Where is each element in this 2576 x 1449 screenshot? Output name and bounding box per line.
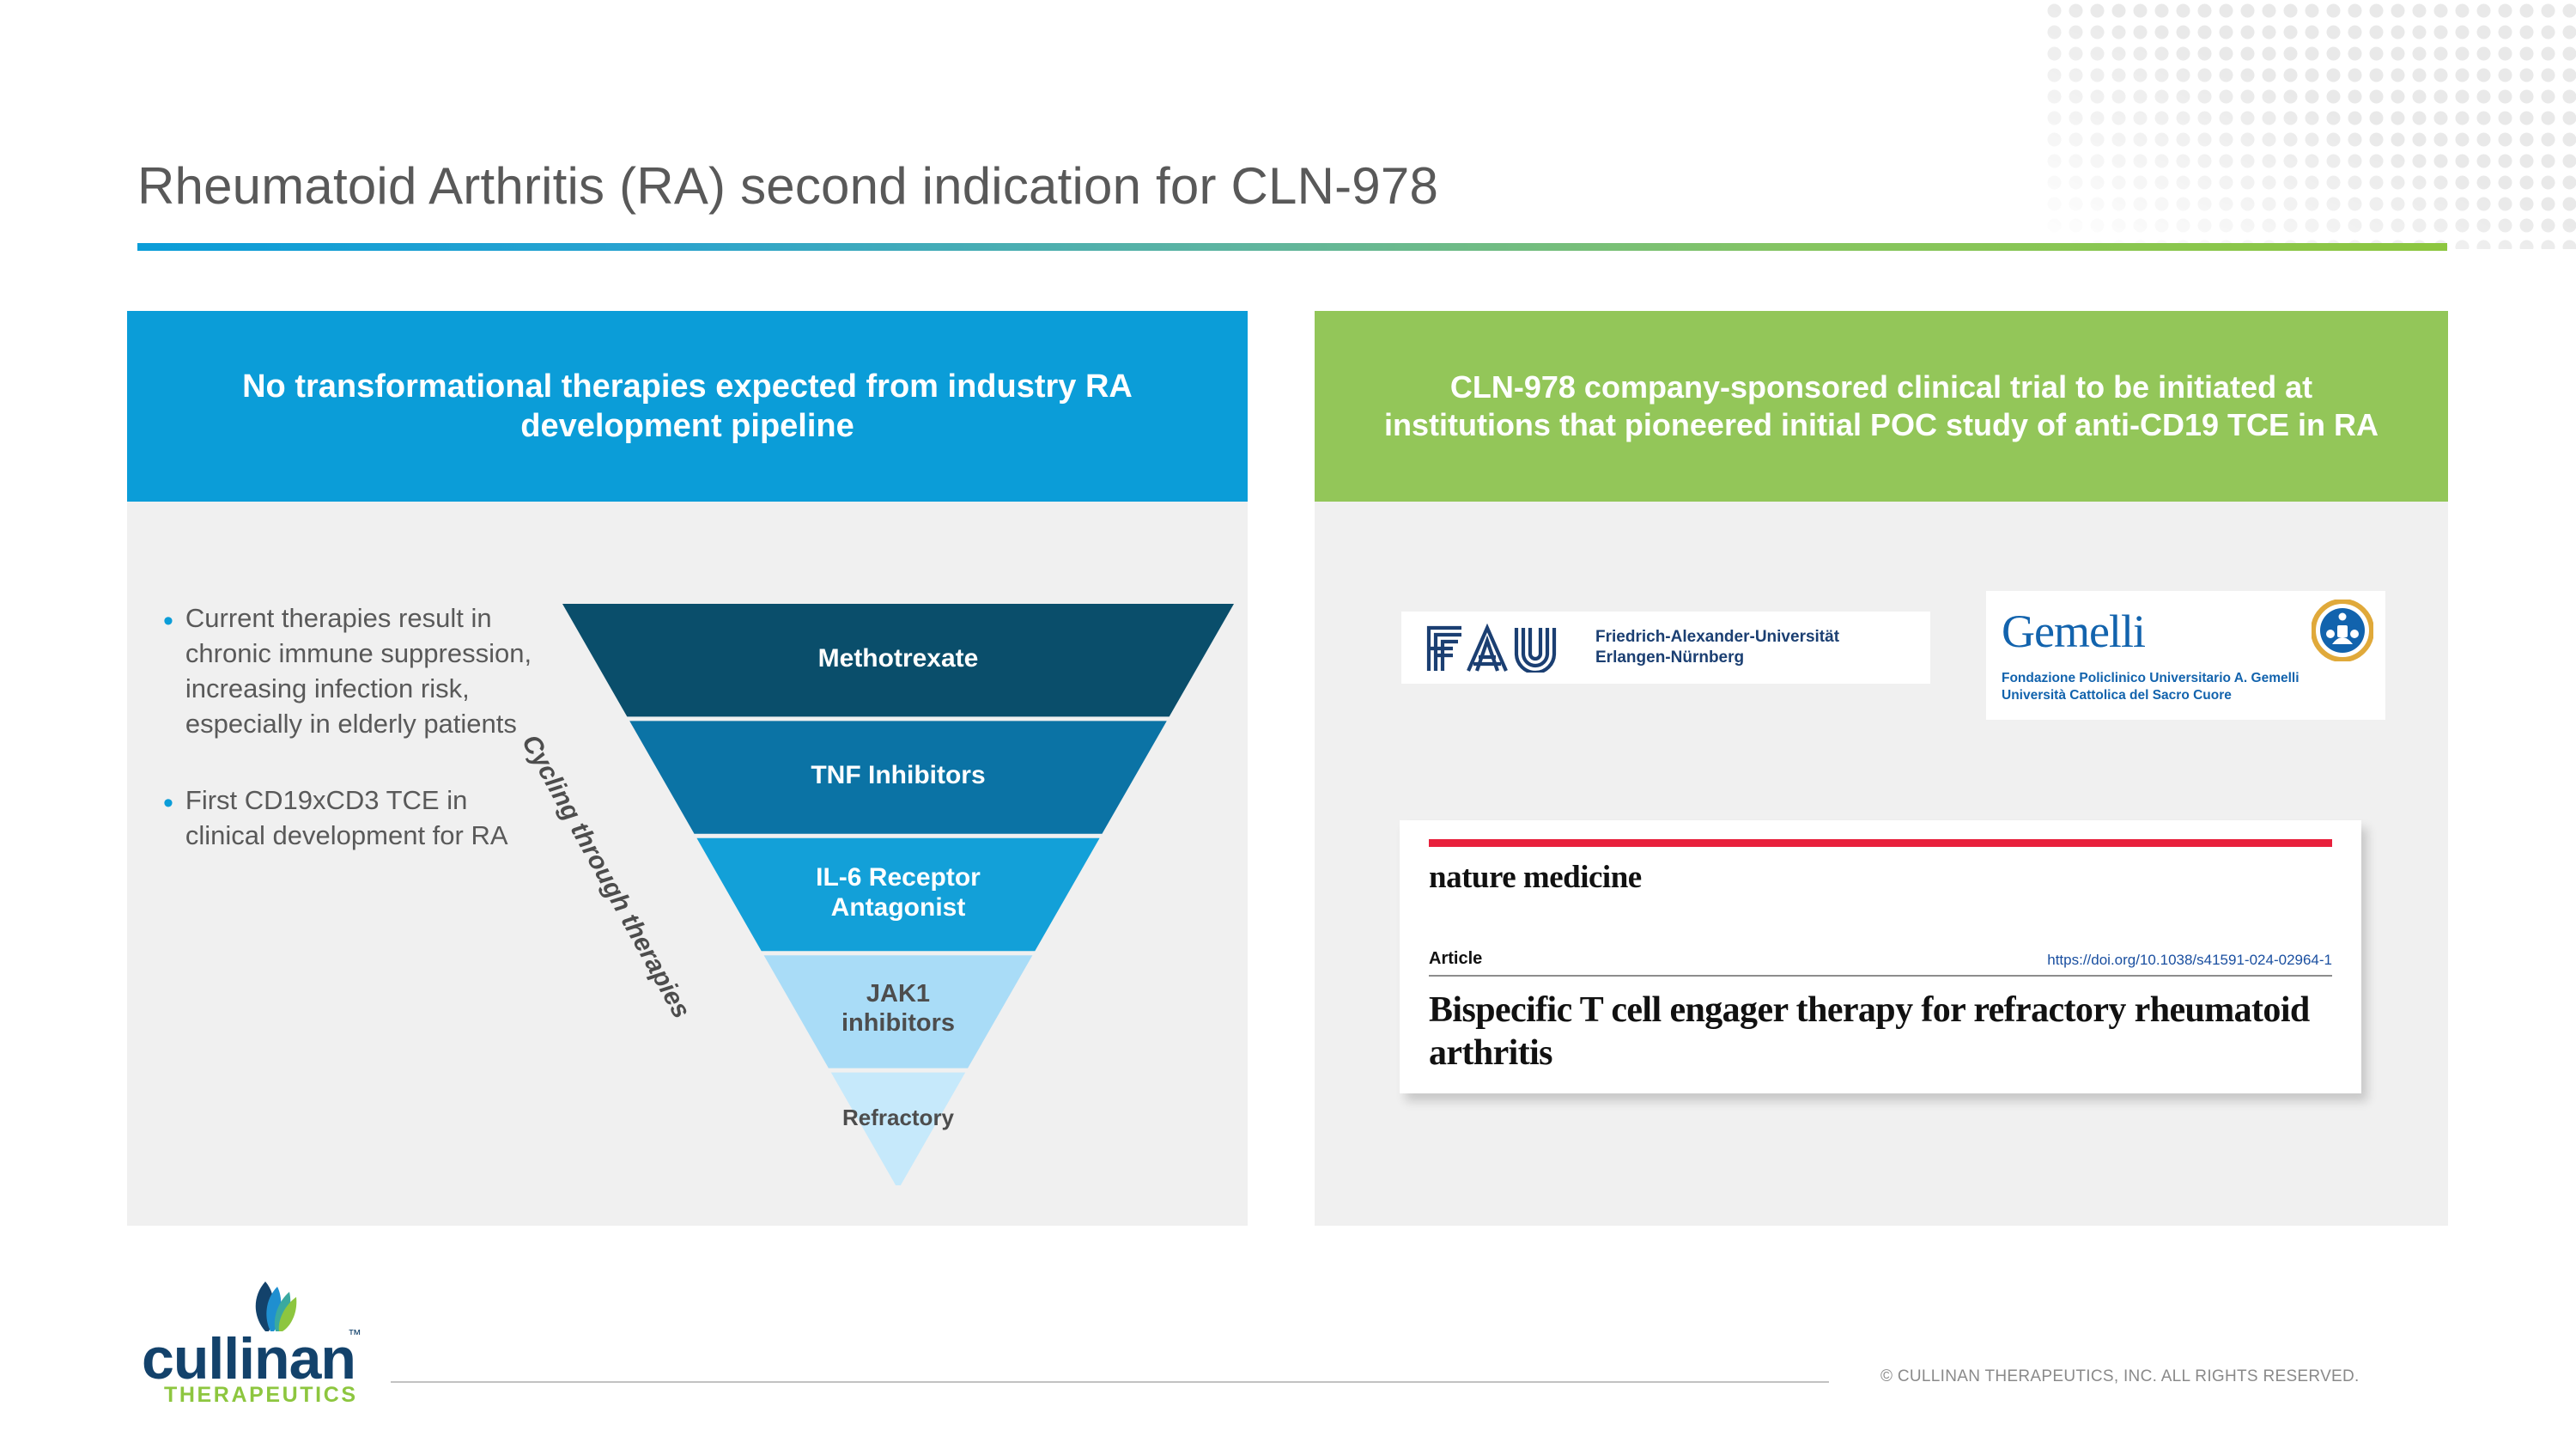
list-item: • Current therapies result in chronic im…	[163, 601, 532, 742]
bullet-dot-icon: •	[163, 605, 173, 637]
bullet-dot-icon: •	[163, 786, 173, 819]
cullinan-wordmark: cullinan	[142, 1326, 356, 1391]
list-item: • First CD19xCD3 TCE in clinical develop…	[163, 783, 532, 854]
right-panel-header: CLN-978 company-sponsored clinical trial…	[1315, 311, 2448, 502]
cullinan-tagline: THERAPEUTICS	[164, 1383, 358, 1407]
funnel-shape	[562, 604, 1234, 1185]
funnel-tier	[629, 721, 1167, 834]
halftone-dot-pattern	[2044, 0, 2576, 249]
funnel-tier	[562, 604, 1234, 717]
copyright-text: © CULLINAN THERAPEUTICS, INC. ALL RIGHTS…	[1880, 1367, 2360, 1385]
footer-divider	[391, 1381, 1829, 1383]
fau-logo-name: Friedrich-Alexander-Universität Erlangen…	[1595, 627, 1839, 669]
bullet-text: Current therapies result in chronic immu…	[185, 603, 532, 739]
publication-card: nature medicine Article https://doi.org/…	[1400, 820, 2361, 1093]
bullet-text: First CD19xCD3 TCE in clinical developme…	[185, 784, 508, 850]
gemelli-logo: Gemelli Fondazione Policlinico Universit…	[1986, 591, 2385, 720]
left-panel-header: No transformational therapies expected f…	[127, 311, 1248, 502]
gemelli-logo-name: Fondazione Policlinico Universitario A. …	[2002, 670, 2373, 704]
nature-red-rule	[1429, 839, 2332, 847]
cullinan-logo: cullinan ™ THERAPEUTICS	[142, 1280, 416, 1409]
trademark-symbol: ™	[348, 1328, 361, 1342]
left-panel-bullet-list: • Current therapies result in chronic im…	[163, 601, 532, 894]
gemelli-name-line2: Università Cattolica del Sacro Cuore	[2002, 688, 2232, 703]
funnel-tier	[696, 837, 1100, 952]
page-title: Rheumatoid Arthritis (RA) second indicat…	[137, 157, 1439, 215]
funnel-tier	[763, 955, 1033, 1068]
cullinan-leaf-icon	[255, 1282, 297, 1331]
publication-doi-link[interactable]: https://doi.org/10.1038/s41591-024-02964…	[2047, 952, 2332, 968]
journal-wordmark: nature medicine	[1429, 860, 1642, 895]
title-underline-gradient	[137, 243, 2447, 251]
publication-title: Bispecific T cell engager therapy for re…	[1429, 990, 2310, 1074]
publication-meta: Article https://doi.org/10.1038/s41591-0…	[1429, 949, 2332, 969]
fau-monogram-icon	[1426, 623, 1557, 673]
fau-logo: Friedrich-Alexander-Universität Erlangen…	[1401, 612, 1930, 684]
gemelli-wordmark: Gemelli	[2002, 606, 2146, 657]
publication-type: Article	[1429, 949, 1483, 968]
publication-divider	[1429, 975, 2332, 977]
gemelli-name-line1: Fondazione Policlinico Universitario A. …	[2002, 671, 2300, 685]
gemelli-seal-icon	[2312, 600, 2373, 661]
fau-name-line2: Erlangen-Nürnberg	[1595, 648, 1745, 667]
fau-name-line1: Friedrich-Alexander-Universität	[1595, 627, 1840, 646]
funnel-tier	[830, 1072, 966, 1185]
